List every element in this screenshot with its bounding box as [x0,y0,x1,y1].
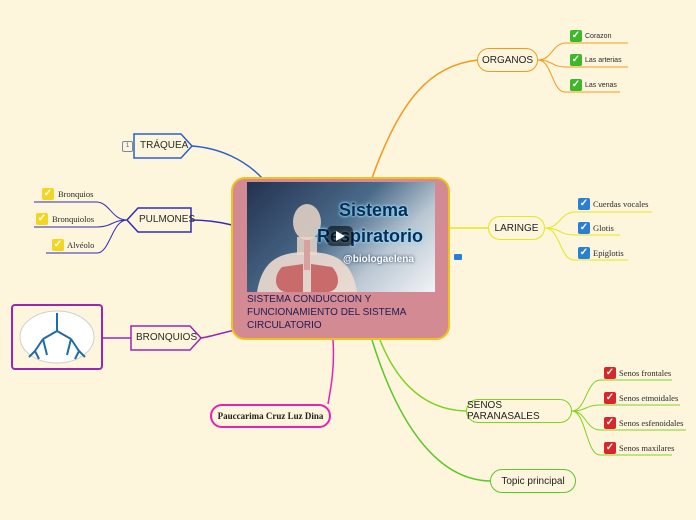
video-title-line1: Sistema [339,200,409,220]
play-icon [336,231,345,241]
check-icon: ✓ [36,213,48,225]
check-icon: ✓ [604,367,616,379]
senos-item-2: Senos esfenoidales [619,418,684,428]
check-icon: ✓ [604,442,616,454]
pulmones-item-0: Bronquios [58,189,94,199]
check-icon: ✓ [570,54,582,66]
senos-label: SENOS PARANASALES [467,400,540,422]
pulmones-item-2: Alvéolo [67,240,95,250]
laringe-label: LARINGE [494,222,539,234]
bronquios-node[interactable] [130,325,202,351]
check-icon: ✓ [52,239,64,251]
play-button[interactable] [327,226,353,246]
check-icon: ✓ [578,222,590,234]
check-icon: ✓ [578,247,590,259]
senos-item-0: Senos frontales [619,368,672,378]
central-title: SISTEMA CONDUCCION Y FUNCIONAMIENTO DEL … [247,294,406,331]
check-icon: ✓ [570,79,582,91]
bronchial-tree-image [11,304,103,370]
bronquios-label: BRONQUIOS [136,332,198,343]
author-node[interactable]: Pauccarima Cruz Luz Dina [210,404,331,428]
lungs-illustration [257,204,357,292]
laringe-item-2: Epiglotis [593,248,624,258]
topic-principal-node[interactable]: Topic principal [490,469,576,493]
topic-principal-label: Topic principal [501,475,565,487]
check-icon: ✓ [578,198,590,210]
traquea-label: TRÁQUEA [140,140,189,151]
author-label: Pauccarima Cruz Luz Dina [217,411,324,421]
organos-item-2: Las venas [585,82,617,89]
laringe-item-0: Cuerdas vocales [593,199,649,209]
note-icon[interactable] [454,254,462,260]
organos-item-0: Corazon [585,33,612,40]
organos-label: ORGANOS [481,54,534,66]
senos-node[interactable]: SENOS PARANASALES [466,399,572,423]
video-handle: @biologaelena [343,254,414,265]
check-icon: ✓ [604,392,616,404]
traquea-node[interactable] [133,133,193,159]
organos-node[interactable]: ORGANOS [477,48,538,72]
pulmones-label: PULMONES [139,214,196,225]
central-topic[interactable]: Sistema Respiratorio @biologaelena SISTE… [231,177,450,340]
senos-item-3: Senos maxilares [619,443,675,453]
check-icon: ✓ [604,417,616,429]
pulmones-item-1: Bronquiolos [52,214,95,224]
traquea-marker[interactable]: 1 [122,141,133,152]
pulmones-node[interactable] [126,207,192,233]
senos-item-1: Senos etmoidales [619,393,679,403]
organos-item-1: Las arterias [585,57,622,64]
check-icon: ✓ [570,30,582,42]
check-icon: ✓ [42,188,54,200]
laringe-node[interactable]: LARINGE [488,216,545,240]
laringe-item-1: Glotis [593,223,614,233]
video-thumbnail[interactable]: Sistema Respiratorio @biologaelena [247,182,435,292]
